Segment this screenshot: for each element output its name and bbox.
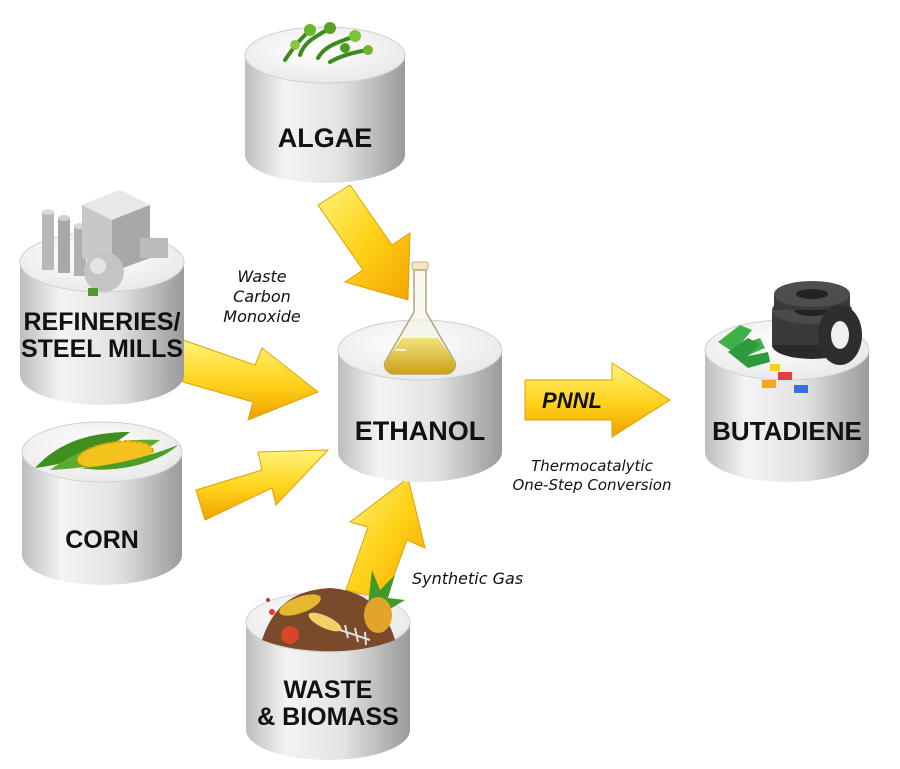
food-waste-pile-icon <box>262 570 405 652</box>
arrow-corn-to-ethanol <box>195 449 330 521</box>
label-refineries-line1: REFINERIES/ <box>24 308 181 336</box>
corn-cob-icon <box>35 432 178 470</box>
label-algae: ALGAE <box>278 123 373 153</box>
annotation-conversion-line2: One-Step Conversion <box>513 476 672 494</box>
node-ethanol: ETHANOL <box>337 261 503 482</box>
seaweed-icon <box>283 22 373 64</box>
annotation-pnnl: PNNL <box>542 388 602 413</box>
erlenmeyer-flask-icon <box>383 261 457 375</box>
label-ethanol: ETHANOL <box>355 416 486 446</box>
arrow-algae-to-ethanol <box>317 184 411 301</box>
label-waste-line1: WASTE <box>284 676 373 704</box>
industrial-plant-icon <box>42 190 168 296</box>
label-waste-line2: & BIOMASS <box>257 703 399 731</box>
node-butadiene: BUTADIENE <box>704 281 870 482</box>
tires-gloves-bricks-icon <box>718 281 862 393</box>
annotation-waste-co-line3: Monoxide <box>223 307 301 326</box>
arrow-ethanol-to-butadiene <box>524 362 671 438</box>
annotation-waste-co-line2: Carbon <box>233 287 291 306</box>
node-corn: CORN <box>21 421 183 585</box>
label-corn: CORN <box>65 526 139 554</box>
annotation-conversion-line1: Thermocatalytic <box>531 457 653 475</box>
label-refineries-line2: STEEL MILLS <box>21 335 183 363</box>
label-butadiene: BUTADIENE <box>712 416 862 446</box>
arrow-refineries-to-ethanol <box>182 339 319 421</box>
node-refineries: REFINERIES/ STEEL MILLS <box>19 190 185 405</box>
node-waste-biomass: WASTE & BIOMASS <box>245 570 411 760</box>
annotation-waste-co-line1: Waste <box>237 267 286 286</box>
annotation-synthetic-gas: Synthetic Gas <box>412 569 523 588</box>
node-algae: ALGAE <box>244 22 406 183</box>
